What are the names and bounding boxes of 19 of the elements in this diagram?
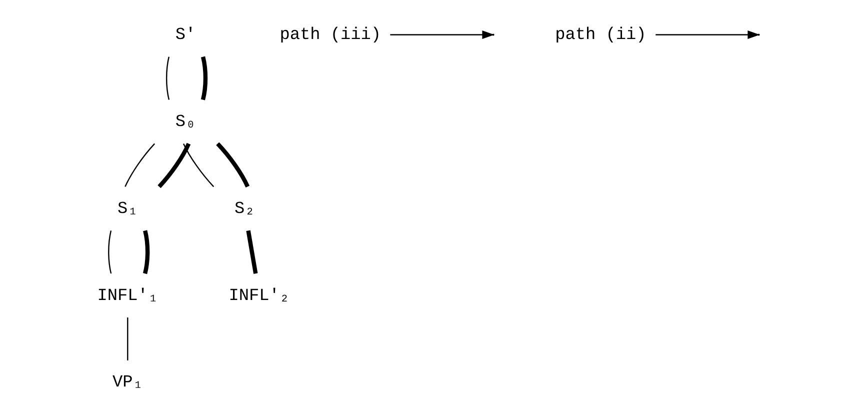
connector: [200, 56, 208, 100]
connector: [142, 230, 150, 274]
node-text: VP₁: [112, 374, 142, 393]
connector: [124, 143, 155, 187]
connector: [246, 230, 258, 274]
connector: [157, 142, 190, 188]
connector: [108, 230, 112, 274]
connector: [126, 317, 128, 360]
node-text: S₂: [234, 200, 254, 219]
connector: [165, 56, 170, 100]
node-text: S': [174, 26, 196, 46]
node-text: path (ii): [554, 26, 646, 46]
node-text: INFL'₂: [228, 286, 290, 306]
node-text: S₀: [174, 113, 196, 132]
node-text: INFL'₁: [96, 286, 158, 306]
node-text: path (iii): [279, 26, 381, 46]
connector: [182, 143, 214, 188]
connector: [216, 142, 250, 188]
node-text: S₁: [117, 200, 138, 219]
